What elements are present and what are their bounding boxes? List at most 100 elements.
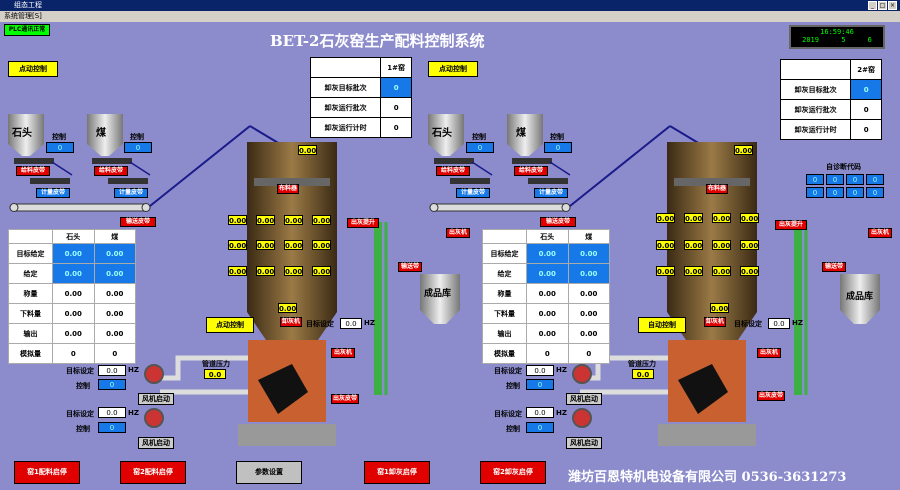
kiln2-level-value: 0.00: [740, 240, 759, 250]
kiln1-fan2-target[interactable]: 0.0: [98, 407, 126, 418]
kiln1-ctrl-value[interactable]: 0: [46, 142, 74, 153]
kiln2-fan1-ctrl[interactable]: 0: [526, 379, 554, 390]
kiln1-data-cell[interactable]: 0.00: [93, 243, 136, 264]
kiln2-ctrl-value[interactable]: 0: [466, 142, 494, 153]
kiln1-fan2-ctrl[interactable]: 0: [98, 422, 126, 433]
kiln2-batch-toggle-button[interactable]: 窑2配料启停: [120, 461, 186, 484]
kiln1-freq-value[interactable]: 0.0: [340, 318, 362, 329]
kiln1-manual-button[interactable]: 点动控制: [8, 61, 58, 77]
maximize-icon[interactable]: □: [878, 1, 887, 10]
kiln1-ctrl2-value[interactable]: 0: [124, 142, 152, 153]
kiln2-freq-value[interactable]: 0.0: [768, 318, 790, 329]
kiln1-lift-belt[interactable]: 输送皮带: [120, 217, 156, 227]
kiln2-fan1-ctrl-label: 控制: [506, 382, 520, 390]
kiln1-product-button[interactable]: 出灰机: [446, 228, 470, 238]
kiln2-mode-button[interactable]: 自动控制: [638, 317, 686, 333]
kiln2-elevator-button[interactable]: 出灰提升: [775, 220, 807, 230]
kiln2-weigh-belt2[interactable]: 计量皮带: [534, 188, 568, 198]
kiln1-weigh-belt2[interactable]: 计量皮带: [114, 188, 148, 198]
kiln1-data-header: 煤: [93, 229, 136, 244]
fan-icon[interactable]: [144, 364, 164, 384]
kiln1-fan2-start[interactable]: 风机启动: [138, 437, 174, 449]
kiln2-level-value: 0.00: [712, 266, 731, 276]
kiln1-level-value: 0.00: [228, 266, 247, 276]
kiln1-feed-motor2[interactable]: 给料皮带: [94, 166, 128, 176]
kiln2-fan1-target[interactable]: 0.0: [526, 365, 554, 376]
kiln1-data-cell[interactable]: 0.00: [52, 243, 95, 264]
kiln2-fan2-target[interactable]: 0.0: [526, 407, 554, 418]
menu-system[interactable]: 系统管理[S]: [4, 12, 42, 20]
kiln2-data-cell[interactable]: 0.00: [567, 263, 610, 284]
kiln2-distributor[interactable]: 布料器: [706, 184, 728, 194]
clock-display: 16:59:46 2019 5 6: [789, 25, 885, 49]
kiln2-info-value: 0: [850, 99, 882, 120]
fan-icon[interactable]: [572, 408, 592, 428]
kiln1-distributor[interactable]: 布料器: [277, 184, 299, 194]
kiln1-info-value: 0: [380, 97, 412, 118]
kiln2-level-value: 0.00: [684, 213, 703, 223]
kiln1-conveyor-button[interactable]: 输送带: [398, 262, 422, 272]
kiln1-data-cell[interactable]: 0.00: [93, 263, 136, 284]
kiln2-fan1-start[interactable]: 风机启动: [566, 393, 602, 405]
kiln2-lift-belt[interactable]: 输送皮带: [540, 217, 576, 227]
settings-button[interactable]: 参数设置: [236, 461, 302, 484]
kiln2-level-value: 0.00: [740, 266, 759, 276]
kiln2-exhaust-button[interactable]: 出灰机: [757, 348, 781, 358]
kiln1-data-label: 目标给定: [8, 243, 53, 264]
fault-code-label: 自诊断代码: [826, 163, 861, 171]
kiln2-feed-motor[interactable]: 给料皮带: [436, 166, 470, 176]
kiln1-fan1-ctrl-label: 控制: [76, 382, 90, 390]
close-icon[interactable]: ×: [888, 1, 897, 10]
kiln1-fan1-ctrl[interactable]: 0: [98, 379, 126, 390]
kiln2-conveyor-button[interactable]: 输送带: [822, 262, 846, 272]
fault-code-cell: 0: [846, 174, 864, 185]
kiln2-feed-motor2[interactable]: 给料皮带: [514, 166, 548, 176]
kiln1-info-label: 卸灰目标批次: [309, 77, 382, 98]
kiln1-freq-unit: HZ: [364, 319, 375, 327]
kiln2-fan2-ctrl[interactable]: 0: [526, 422, 554, 433]
kiln1-level-value: 0.00: [284, 215, 303, 225]
kiln1-data-cell[interactable]: 0.00: [52, 263, 95, 284]
kiln2-data-cell[interactable]: 0.00: [567, 243, 610, 264]
fan-icon[interactable]: [572, 364, 592, 384]
kiln1-level-value: 0.00: [312, 266, 331, 276]
kiln2-discharge-button[interactable]: 卸灰机: [704, 317, 726, 327]
kiln1-fan1-start[interactable]: 风机启动: [138, 393, 174, 405]
kiln2-info-value[interactable]: 0: [850, 79, 882, 100]
kiln1-info-label: 卸灰运行计时: [309, 117, 382, 138]
kiln2-data-cell: 0.00: [567, 283, 610, 304]
kiln1-exhaust-belt[interactable]: 出灰皮带: [331, 394, 359, 404]
window-title: 组态工程: [14, 1, 42, 9]
kiln2-level-value: 0.00: [656, 213, 675, 223]
kiln1-exhaust-button[interactable]: 出灰机: [331, 348, 355, 358]
kiln2-data-cell[interactable]: 0.00: [526, 243, 569, 264]
fault-code-cell: 0: [846, 187, 864, 198]
kiln1-top-value: 0.00: [298, 145, 317, 155]
kiln2-product-button[interactable]: 出灰机: [868, 228, 892, 238]
kiln2-data-cell[interactable]: 0.00: [526, 263, 569, 284]
kiln1-storage-label: 成品库: [424, 289, 452, 299]
kiln1-discharge-toggle-button[interactable]: 窑1卸灰启停: [364, 461, 430, 484]
kiln2-weigh-belt[interactable]: 计量皮带: [456, 188, 490, 198]
kiln1-weigh-belt[interactable]: 计量皮带: [36, 188, 70, 198]
kiln1-info-value[interactable]: 0: [380, 77, 412, 98]
kiln1-fan2-unit: HZ: [128, 409, 139, 417]
kiln1-fan1-target-label: 目标设定: [66, 367, 94, 375]
kiln2-discharge-toggle-button[interactable]: 窑2卸灰启停: [480, 461, 546, 484]
kiln1-feed-motor[interactable]: 给料皮带: [16, 166, 50, 176]
kiln1-elevator-button[interactable]: 出灰提升: [347, 218, 379, 228]
kiln2-manual-button[interactable]: 点动控制: [428, 61, 478, 77]
kiln1-discharge-button[interactable]: 卸灰机: [280, 317, 302, 327]
kiln2-level-value: 0.00: [684, 240, 703, 250]
kiln2-ctrl2-value[interactable]: 0: [544, 142, 572, 153]
kiln2-exhaust-belt[interactable]: 出灰皮带: [757, 391, 785, 401]
kiln2-data-cell: 0.00: [526, 303, 569, 324]
fault-code-cell: 0: [826, 174, 844, 185]
fan-icon[interactable]: [144, 408, 164, 428]
kiln2-fan2-start[interactable]: 风机启动: [566, 437, 602, 449]
minimize-icon[interactable]: _: [868, 1, 877, 10]
kiln1-mode-button[interactable]: 点动控制: [206, 317, 254, 333]
kiln1-fan1-target[interactable]: 0.0: [98, 365, 126, 376]
kiln1-batch-toggle-button[interactable]: 窑1配料启停: [14, 461, 80, 484]
